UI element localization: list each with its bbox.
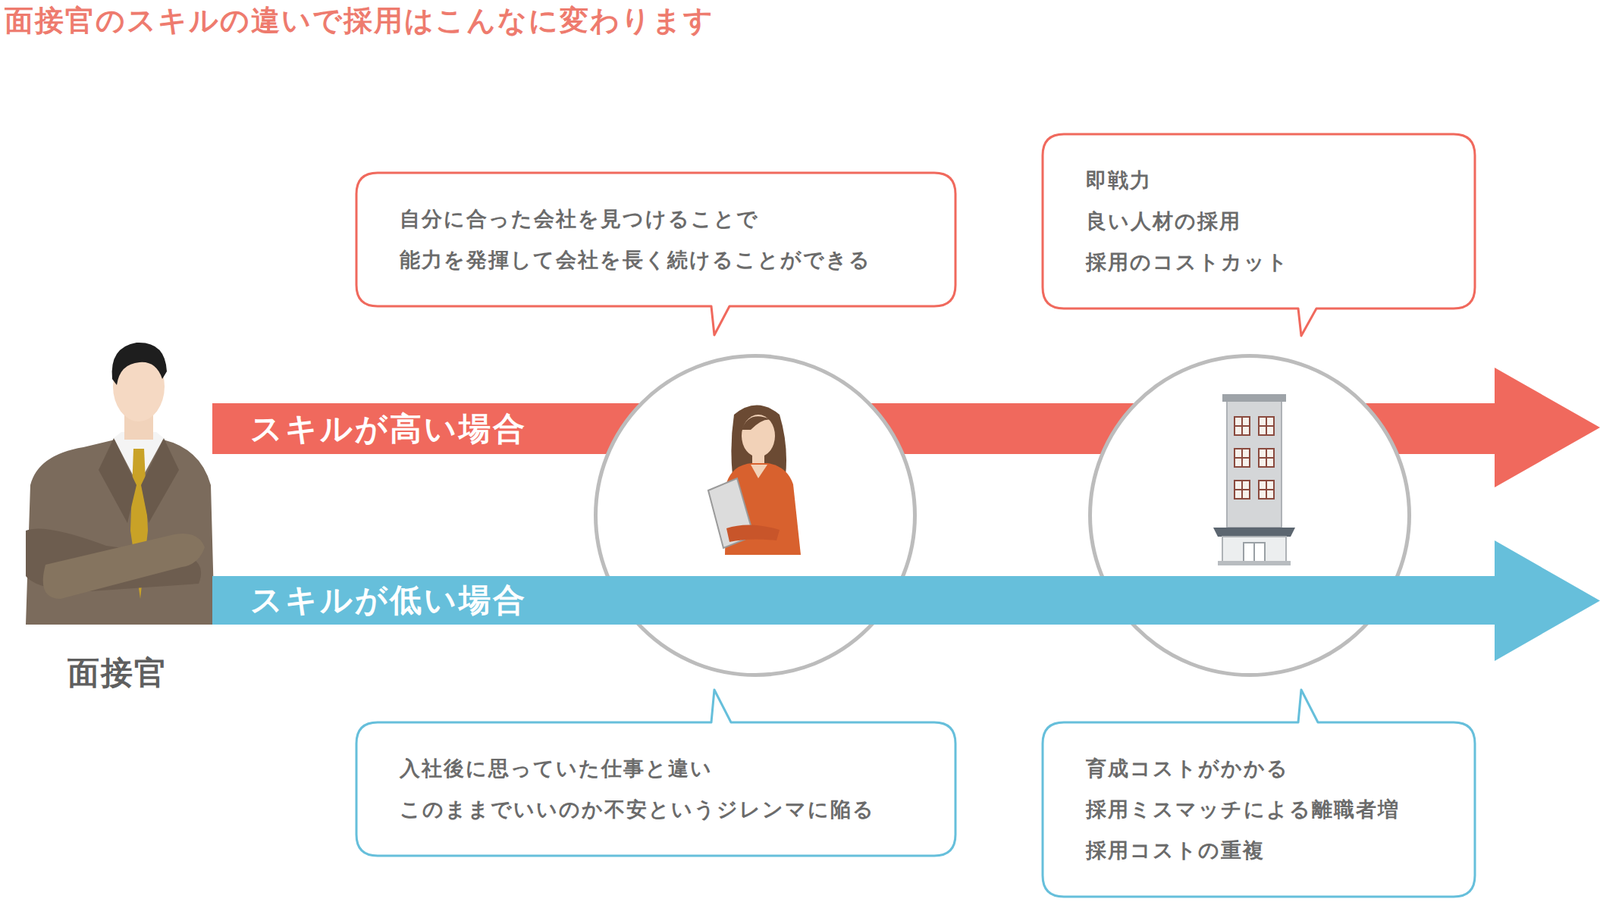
callout-text: 良い人材の採用 [1085,200,1432,242]
callout-outline [354,171,957,308]
company-problem-callout: 育成コストがかかる採用ミスマッチによる離職者増採用コストの重複 [1041,721,1477,899]
callout-outline [354,721,957,858]
callout-text: 採用コストの重複 [1085,830,1432,872]
company-circle: 会社 [1088,354,1412,678]
callout-text: このままでいいのか不安というジレンマに陥る [399,789,913,831]
diagram-title: 面接官のスキルの違いで採用はこんなに変わります [4,1,715,41]
callout-border [1042,134,1475,336]
callout-text: 採用ミスマッチによる離職者増 [1085,789,1432,831]
seeker-problem-callout: 入社後に思っていた仕事と違いこのままでいいのか不安というジレンマに陥る [354,721,957,858]
callout-border [356,172,956,336]
callout-border [1042,690,1475,898]
arrow-band-label: スキルが高い場合 [250,407,528,451]
callout-text: 入社後に思っていた仕事と違い [399,748,913,790]
callout-text: 即戦力 [1085,160,1432,201]
job-seeker-illustration [703,399,818,559]
seeker-benefit-callout: 自分に合った会社を見つけることで能力を発揮して会社を長く続けることができる [354,171,957,308]
callout-text: 自分に合った会社を見つけることで [399,198,913,240]
company-building-illustration [1211,394,1297,566]
callout-text: 育成コストがかかる [1085,748,1432,790]
callout-text: 採用のコストカット [1085,241,1432,283]
interviewer-label: 面接官 [67,652,168,695]
arrow-band-fill [212,540,1600,662]
company-benefit-callout: 即戦力良い人材の採用採用のコストカット [1041,132,1477,311]
callout-border [356,690,956,857]
arrow-band-label: スキルが低い場合 [250,579,528,622]
job-seeker-circle: 求職者 [593,354,917,678]
low-skill-arrow: スキルが低い場合 [212,540,1600,662]
callout-text: 能力を発揮して会社を長く続けることができる [399,239,913,281]
